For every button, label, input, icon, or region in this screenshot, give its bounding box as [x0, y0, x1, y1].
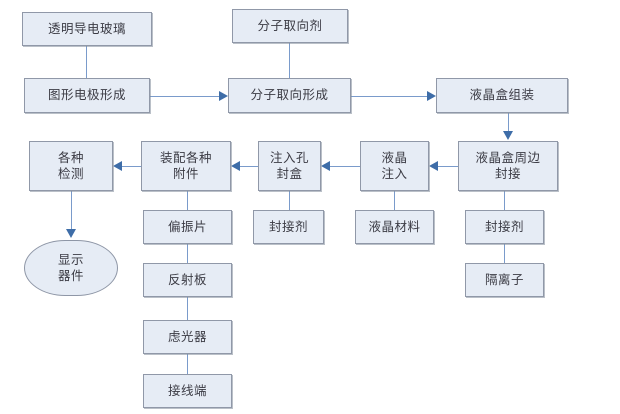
arrowhead-accessories-to-inspection — [113, 161, 122, 171]
connector-alignment-to-cell-assembly — [351, 96, 428, 97]
node-liquid-crystal-material[interactable]: 液晶材料 — [355, 210, 434, 244]
arrowhead-inspection-to-display-device — [66, 229, 76, 238]
node-sealant-for-perimeter[interactable]: 封接剂 — [465, 210, 544, 244]
connector-inspection-to-display-device — [71, 191, 72, 230]
node-liquid-crystal-injection[interactable]: 液晶 注入 — [360, 141, 429, 191]
node-molecular-alignment-agent[interactable]: 分子取向剂 — [232, 9, 348, 43]
arrowhead-edge-seal-to-lc-injection — [429, 161, 438, 171]
connector-edge-seal-to-lc-injection — [437, 166, 458, 167]
node-various-inspections[interactable]: 各种 检测 — [29, 141, 113, 191]
node-patterned-electrode-formation[interactable]: 图形电极形成 — [24, 78, 150, 113]
node-reflector-plate[interactable]: 反射板 — [143, 263, 232, 297]
node-sealant-for-hole[interactable]: 封接剂 — [253, 210, 324, 244]
connector-accessories-to-polarizer — [187, 191, 188, 210]
node-transparent-conductive-glass[interactable]: 透明导电玻璃 — [22, 12, 152, 46]
connector-edge-seal-to-sealant — [504, 191, 505, 210]
connector-reflector-to-filter — [187, 297, 188, 320]
arrowhead-lc-injection-to-hole-seal — [321, 161, 330, 171]
node-spacer[interactable]: 隔离子 — [465, 263, 544, 297]
node-molecular-alignment-formation[interactable]: 分子取向形成 — [228, 78, 351, 113]
connector-cell-assembly-to-edge-seal — [508, 113, 509, 132]
connector-lc-injection-to-hole-seal — [329, 166, 360, 167]
connector-lc-injection-to-lc-material — [394, 191, 395, 210]
connector-glass-to-electrode — [86, 45, 87, 79]
node-polarizer[interactable]: 偏振片 — [143, 210, 232, 244]
arrowhead-cell-assembly-to-edge-seal — [503, 131, 513, 140]
connector-electrode-to-alignment — [150, 96, 220, 97]
arrowhead-hole-seal-to-accessories — [231, 161, 240, 171]
connector-filter-to-terminal — [187, 354, 188, 374]
connector-hole-seal-to-sealant — [289, 191, 290, 210]
arrowhead-alignment-to-cell-assembly — [427, 91, 436, 101]
node-assemble-accessories[interactable]: 装配各种 附件 — [141, 141, 231, 191]
connector-hole-seal-to-accessories — [239, 166, 258, 167]
node-light-filter[interactable]: 虑光器 — [143, 320, 232, 354]
connector-polarizer-to-reflector — [187, 244, 188, 263]
connector-accessories-to-inspection — [121, 166, 141, 167]
node-injection-hole-sealing[interactable]: 注入孔 封盒 — [258, 141, 321, 191]
connector-aligner-to-alignment — [289, 42, 290, 79]
connector-sealant-to-spacer — [504, 244, 505, 263]
node-cell-perimeter-sealing[interactable]: 液晶盒周边 封接 — [458, 141, 558, 191]
node-display-device[interactable]: 显示 器件 — [24, 240, 118, 296]
node-lcd-cell-assembly[interactable]: 液晶盒组装 — [436, 78, 568, 113]
arrowhead-electrode-to-alignment — [219, 91, 228, 101]
node-wiring-terminal[interactable]: 接线端 — [143, 374, 232, 408]
